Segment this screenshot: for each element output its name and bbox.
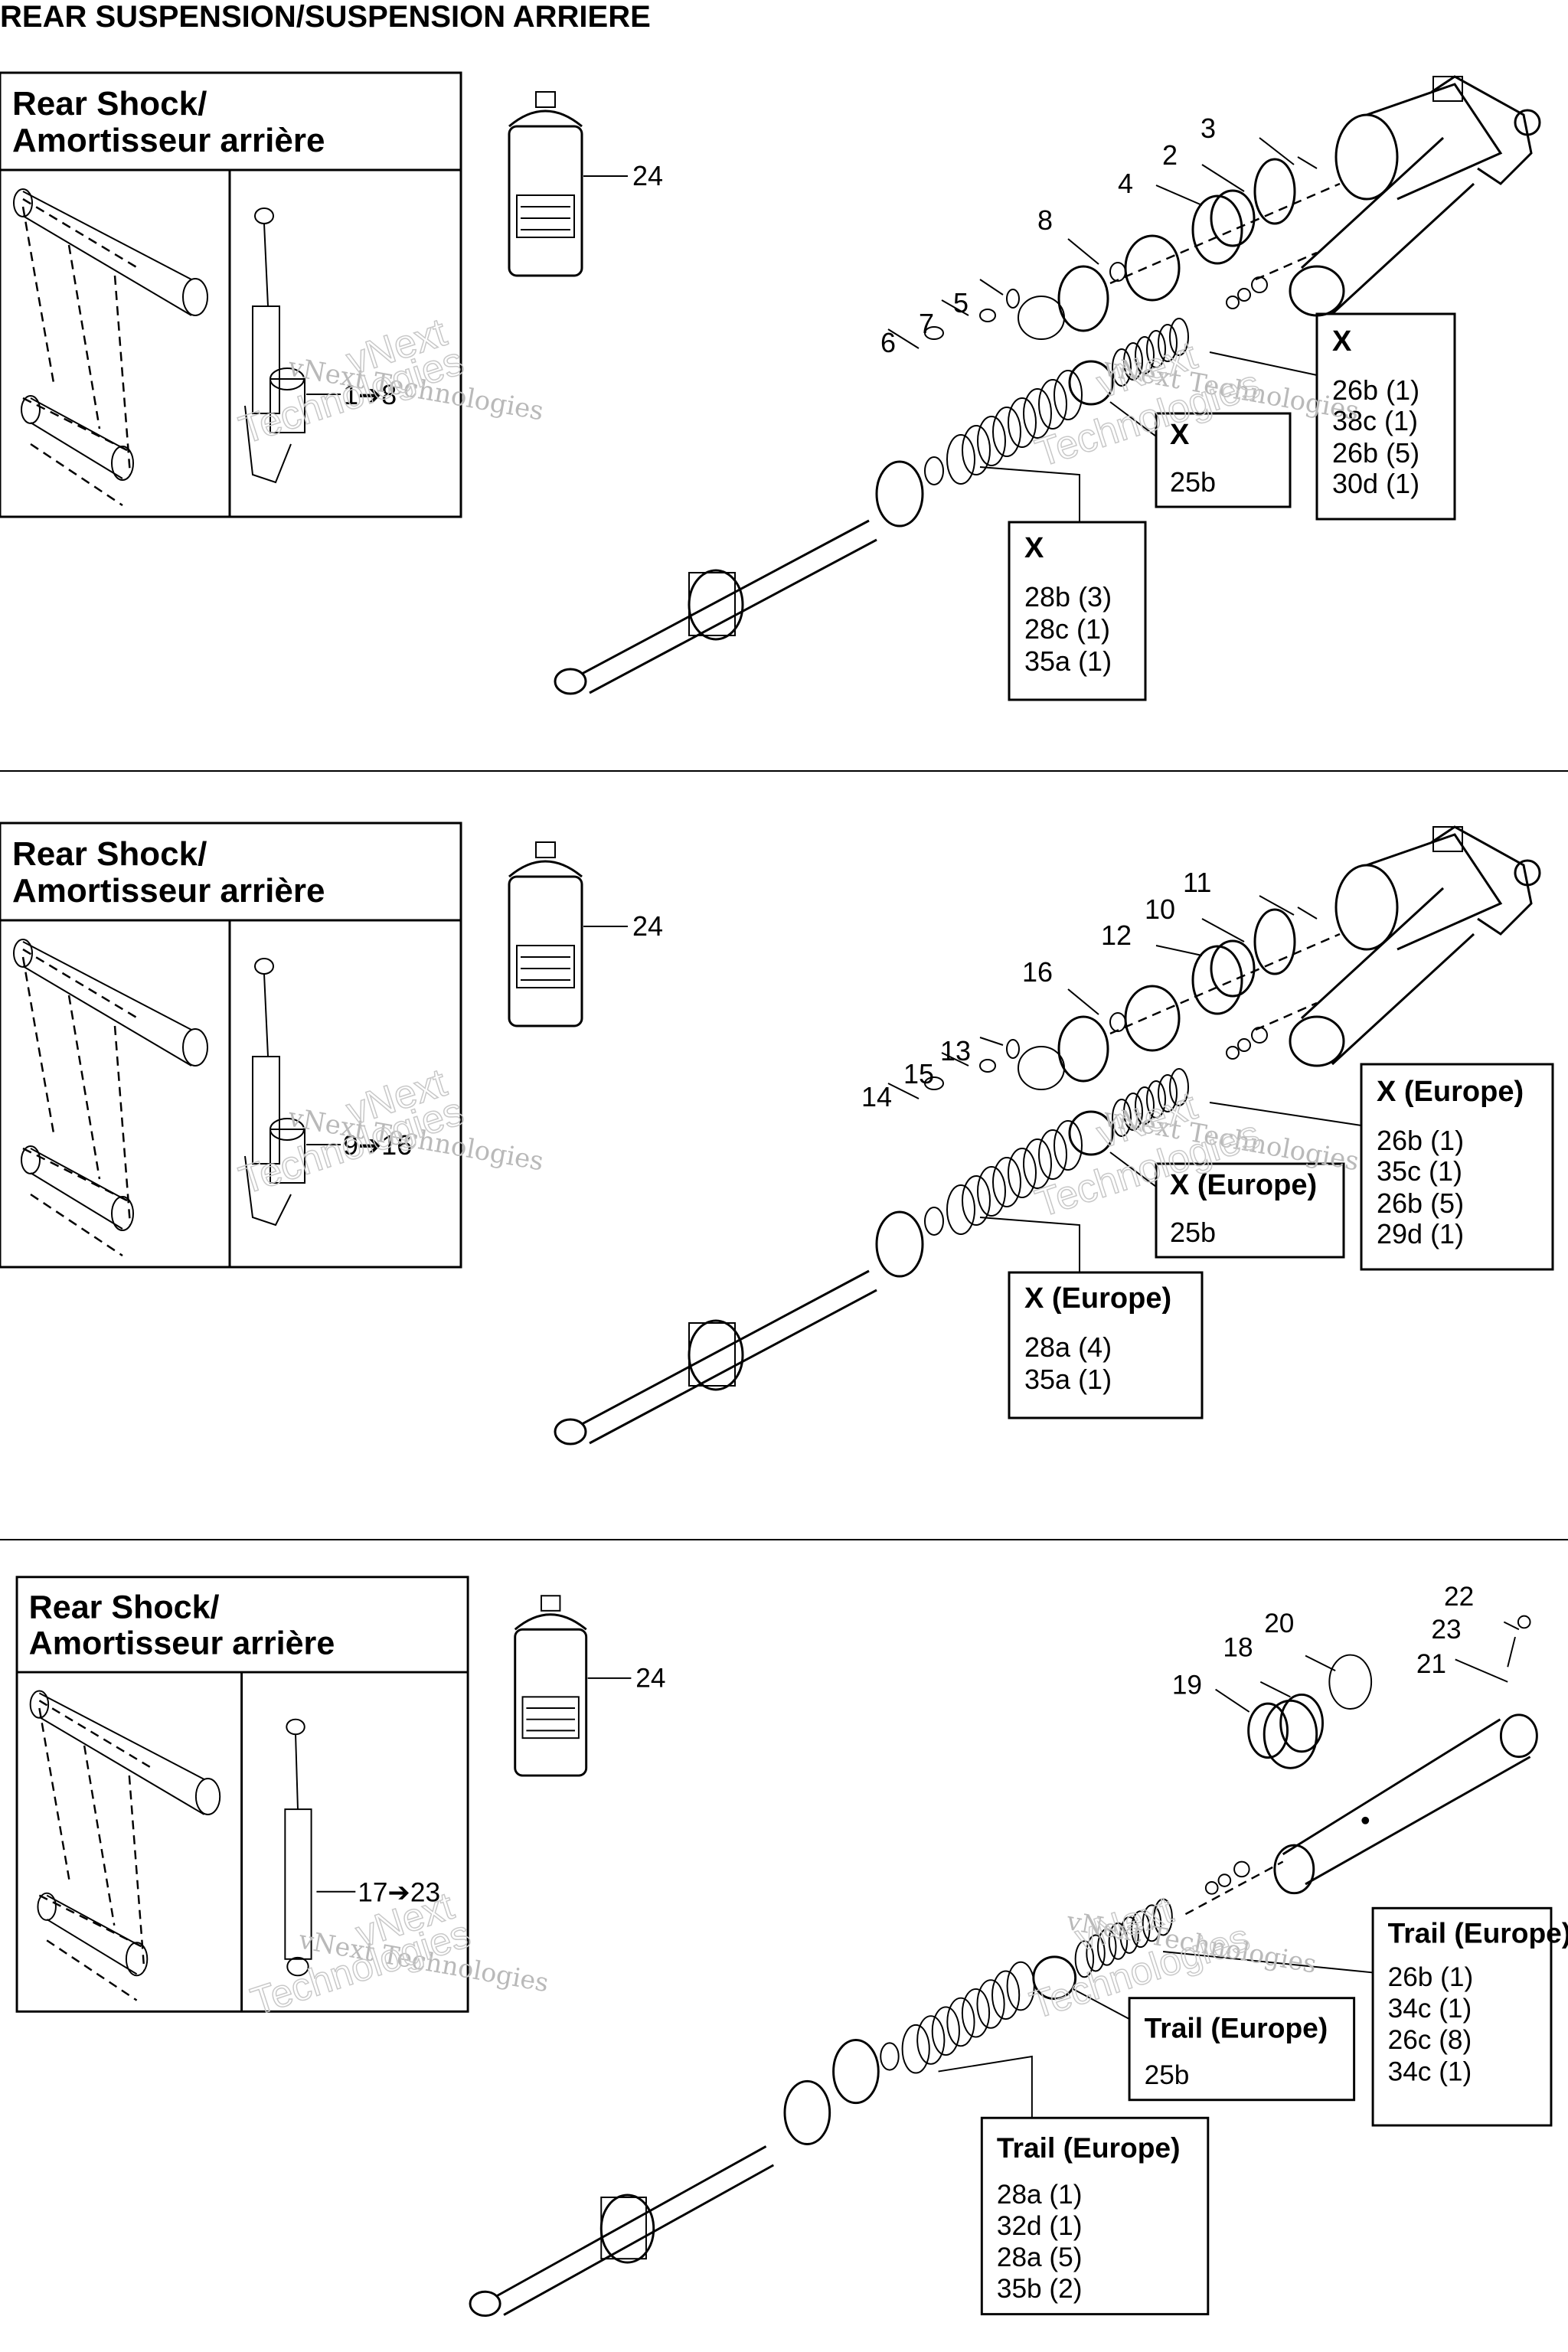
svg-text:18: 18	[1223, 1633, 1253, 1663]
watermark: vNext Technologies vNext Technologies vN…	[234, 309, 1361, 476]
svg-text:X (Europe): X (Europe)	[1024, 1282, 1171, 1315]
svg-text:35a (1): 35a (1)	[1024, 1364, 1112, 1395]
svg-text:26b (5): 26b (5)	[1332, 437, 1419, 469]
svg-text:13: 13	[940, 1035, 971, 1067]
svg-text:38c (1): 38c (1)	[1332, 405, 1418, 436]
page-title: REAR SUSPENSION/SUSPENSION ARRIERE	[0, 0, 651, 34]
svg-text:Amortisseur arrière: Amortisseur arrière	[12, 872, 325, 910]
callout-8: 8	[1037, 204, 1053, 236]
inset-panel: Rear Shock/ Amortisseur arrière 9➔16	[0, 822, 462, 1269]
callout-7: 7	[919, 308, 934, 339]
svg-text:X (Europe): X (Europe)	[1377, 1076, 1524, 1108]
svg-text:Trail (Europe): Trail (Europe)	[997, 2132, 1181, 2164]
watermark: vNext Technologies vNext Technologies vN…	[245, 1883, 1318, 2027]
diagram-section-1: Rear Shock/ Amortisseur arrière 1➔8	[0, 71, 1541, 701]
shock-sketch-icon	[244, 207, 305, 484]
section-divider	[0, 1539, 1568, 1540]
svg-text:25b: 25b	[1145, 2060, 1190, 2090]
svg-text:17➔23: 17➔23	[358, 1877, 440, 1907]
callout-3: 3	[1200, 113, 1216, 144]
frame-sketch-icon	[13, 188, 208, 507]
svg-text:26c (8): 26c (8)	[1388, 2025, 1472, 2055]
svg-text:12: 12	[1101, 920, 1132, 951]
svg-text:9➔16: 9➔16	[343, 1129, 412, 1161]
kit-box-right: Trail (Europe) 26b (1) 34c (1) 26c (8) 3…	[1371, 1906, 1568, 2127]
svg-text:26b (1): 26b (1)	[1332, 374, 1419, 406]
inset-panel: Rear Shock/ Amortisseur arrière 1➔8	[0, 71, 462, 518]
oil-can-icon	[508, 841, 583, 1027]
svg-text:X: X	[1170, 419, 1190, 451]
kit-box-bottom: X (Europe) 28a (4) 35a (1)	[1008, 1271, 1204, 1419]
svg-text:34c (1): 34c (1)	[1388, 1994, 1472, 2024]
svg-text:15: 15	[903, 1058, 934, 1089]
callout-24: 24	[632, 160, 663, 191]
svg-text:35b (2): 35b (2)	[997, 2274, 1083, 2304]
svg-text:Amortisseur arrière: Amortisseur arrière	[29, 1625, 335, 1662]
svg-text:32d (1): 32d (1)	[997, 2211, 1083, 2241]
svg-text:11: 11	[1183, 867, 1211, 898]
inset-panel: Rear Shock/ Amortisseur arrière 17➔23	[15, 1576, 469, 2013]
svg-text:10: 10	[1145, 893, 1175, 925]
kit-box-mid: Trail (Europe) 25b	[1128, 1997, 1356, 2102]
diagram-section-3: Rear Shock/ Amortisseur arrière 17➔23 24	[15, 1576, 1568, 2318]
frame-sketch-icon	[13, 939, 208, 1257]
svg-text:25b: 25b	[1170, 1217, 1216, 1248]
svg-text:14: 14	[861, 1081, 892, 1112]
shock-sketch-icon	[284, 1718, 312, 1977]
callout-2: 2	[1162, 139, 1178, 171]
inset-range-label: 1➔8	[343, 379, 397, 410]
oil-can-icon	[514, 1595, 588, 1777]
svg-text:24: 24	[635, 1664, 665, 1694]
rear-shock-exploded	[554, 825, 1541, 1446]
svg-text:34c (1): 34c (1)	[1388, 2056, 1472, 2086]
svg-text:28c (1): 28c (1)	[1024, 613, 1110, 645]
svg-text:19: 19	[1172, 1670, 1202, 1700]
oil-can-icon	[508, 91, 583, 277]
svg-text:28b (3): 28b (3)	[1024, 581, 1112, 612]
callout-4: 4	[1118, 168, 1133, 199]
svg-text:28a (5): 28a (5)	[997, 2243, 1083, 2272]
svg-text:26b (5): 26b (5)	[1377, 1187, 1464, 1219]
svg-text:X (Europe): X (Europe)	[1170, 1169, 1317, 1201]
svg-text:29d (1): 29d (1)	[1377, 1218, 1464, 1250]
svg-text:X: X	[1024, 532, 1044, 564]
kit-box-right: X (Europe) 26b (1) 35c (1) 26b (5) 29d (…	[1360, 1063, 1554, 1271]
kit-box-mid: X (Europe) 25b	[1155, 1162, 1345, 1259]
svg-text:22: 22	[1444, 1582, 1474, 1612]
svg-text:28a (4): 28a (4)	[1024, 1331, 1112, 1363]
svg-text:25b: 25b	[1170, 466, 1216, 498]
kit-box-bottom: X 28b (3) 28c (1) 35a (1)	[1008, 521, 1147, 701]
svg-text:35c (1): 35c (1)	[1377, 1155, 1462, 1187]
inset-title-fr: Amortisseur arrière	[12, 122, 325, 159]
callout-5: 5	[953, 287, 969, 318]
svg-text:21: 21	[1416, 1649, 1446, 1679]
diagram-section-2: Rear Shock/ Amortisseur arrière 9➔16	[0, 822, 1554, 1446]
svg-text:Rear Shock/: Rear Shock/	[12, 835, 207, 873]
svg-text:35a (1): 35a (1)	[1024, 645, 1112, 677]
section-divider	[0, 770, 1568, 772]
frame-sketch-icon	[29, 1690, 221, 2001]
svg-text:16: 16	[1022, 956, 1053, 988]
rear-shock-exploded	[469, 1615, 1538, 2318]
svg-text:Rear Shock/: Rear Shock/	[29, 1589, 220, 1626]
shock-sketch-icon	[244, 958, 305, 1227]
svg-text:28a (1): 28a (1)	[997, 2180, 1083, 2210]
svg-text:26b (1): 26b (1)	[1388, 1962, 1474, 1992]
svg-text:Trail (Europe): Trail (Europe)	[1388, 1916, 1568, 1949]
kit-box-mid: X 25b	[1155, 412, 1292, 508]
svg-text:30d (1): 30d (1)	[1332, 468, 1419, 499]
svg-text:26b (1): 26b (1)	[1377, 1125, 1464, 1156]
svg-text:24: 24	[632, 910, 663, 942]
rear-shock-exploded	[554, 75, 1541, 695]
svg-text:20: 20	[1264, 1609, 1294, 1638]
kit-box-right: X 26b (1) 38c (1) 26b (5) 30d (1)	[1315, 312, 1456, 521]
kit-box-bottom: Trail (Europe) 28a (1) 32d (1) 28a (5) 3…	[980, 2116, 1210, 2316]
svg-text:Trail (Europe): Trail (Europe)	[1145, 2012, 1328, 2044]
callout-6: 6	[880, 327, 896, 358]
svg-text:23: 23	[1431, 1615, 1461, 1645]
inset-title-en: Rear Shock/	[12, 85, 207, 122]
svg-text:X: X	[1332, 325, 1352, 358]
